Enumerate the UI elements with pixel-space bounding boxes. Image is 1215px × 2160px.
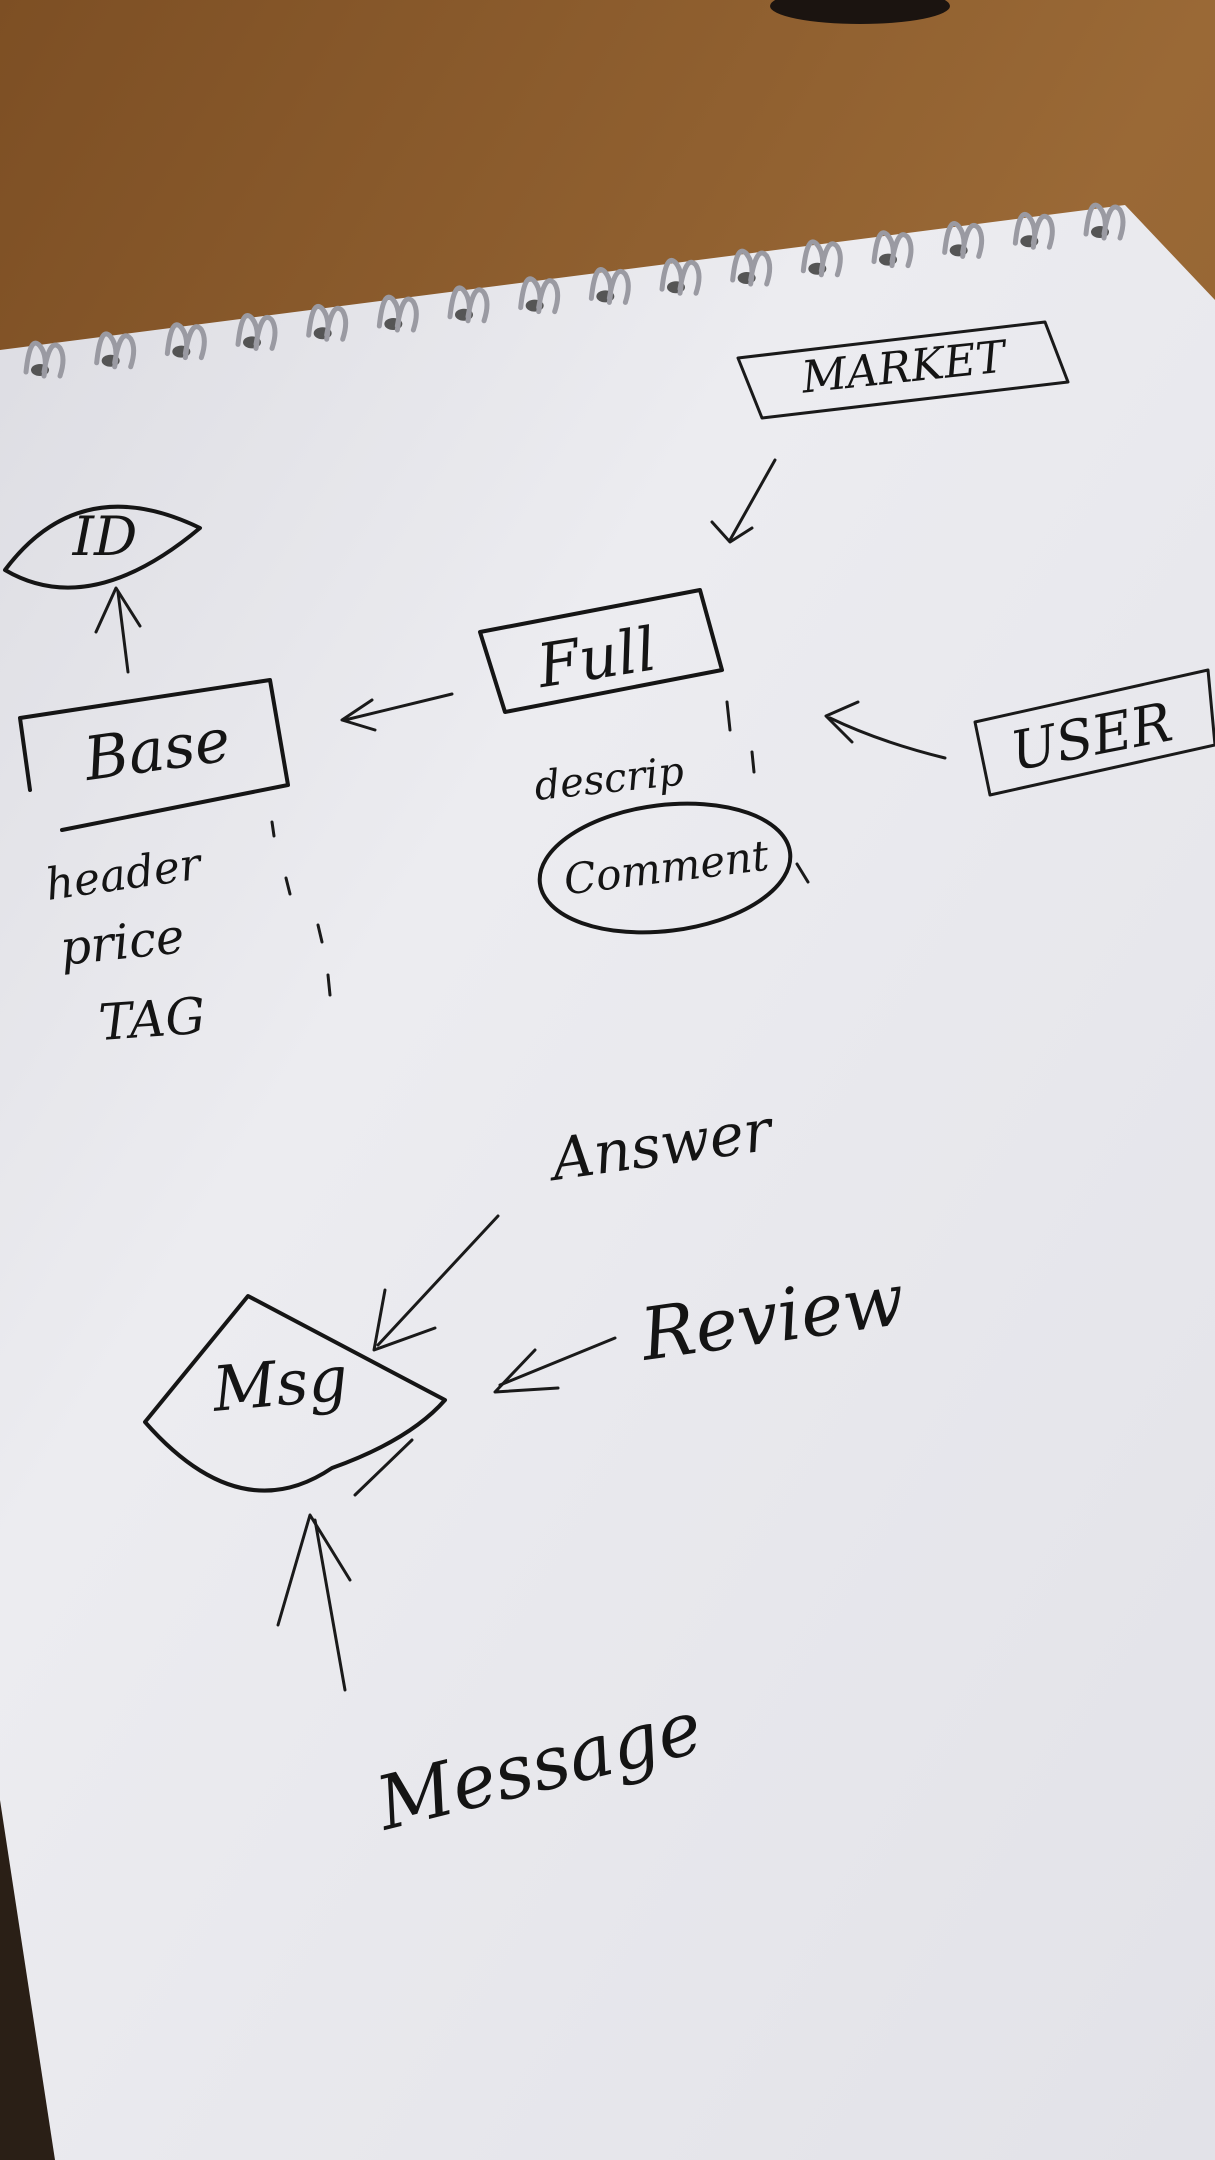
arrow-user-to-full xyxy=(824,700,947,760)
arrow-full-to-base xyxy=(340,692,454,732)
spiral-coil xyxy=(235,313,278,351)
attribute-id: ID xyxy=(3,504,202,590)
arrow-market-to-full xyxy=(710,458,777,544)
spiral-coil xyxy=(659,257,702,296)
spiral-coil xyxy=(94,331,137,370)
desk-object xyxy=(770,0,950,24)
arrow-review-to-msg xyxy=(493,1336,617,1394)
spiral-coil xyxy=(23,340,66,379)
spiral-coil xyxy=(376,294,419,333)
spiral-coil xyxy=(1012,211,1055,250)
entity-full: Full xyxy=(478,588,724,714)
field-price: price xyxy=(57,908,186,977)
spiral-coil xyxy=(942,221,985,259)
spiral-coil xyxy=(164,322,207,361)
spiral-coil xyxy=(518,276,561,315)
relationship-msg: Msg xyxy=(143,1294,447,1497)
attribute-id-label: ID xyxy=(72,505,138,568)
field-tag: TAG xyxy=(97,987,207,1052)
spiral-coil xyxy=(1083,202,1126,241)
spiral-coil xyxy=(800,239,843,278)
spiral-coil xyxy=(588,267,631,305)
notebook-page xyxy=(0,205,1215,2160)
arrow-answer-to-msg xyxy=(372,1214,500,1352)
spiral-coil xyxy=(447,285,490,324)
arrow-base-to-id xyxy=(94,586,142,674)
spiral-coil xyxy=(730,248,773,287)
spiral-coil xyxy=(306,303,349,342)
spiral-binding xyxy=(23,202,1126,379)
relationship-msg-label: Msg xyxy=(209,1341,351,1426)
arrow-message-to-msg xyxy=(276,1513,352,1692)
spiral-coil xyxy=(871,230,914,269)
